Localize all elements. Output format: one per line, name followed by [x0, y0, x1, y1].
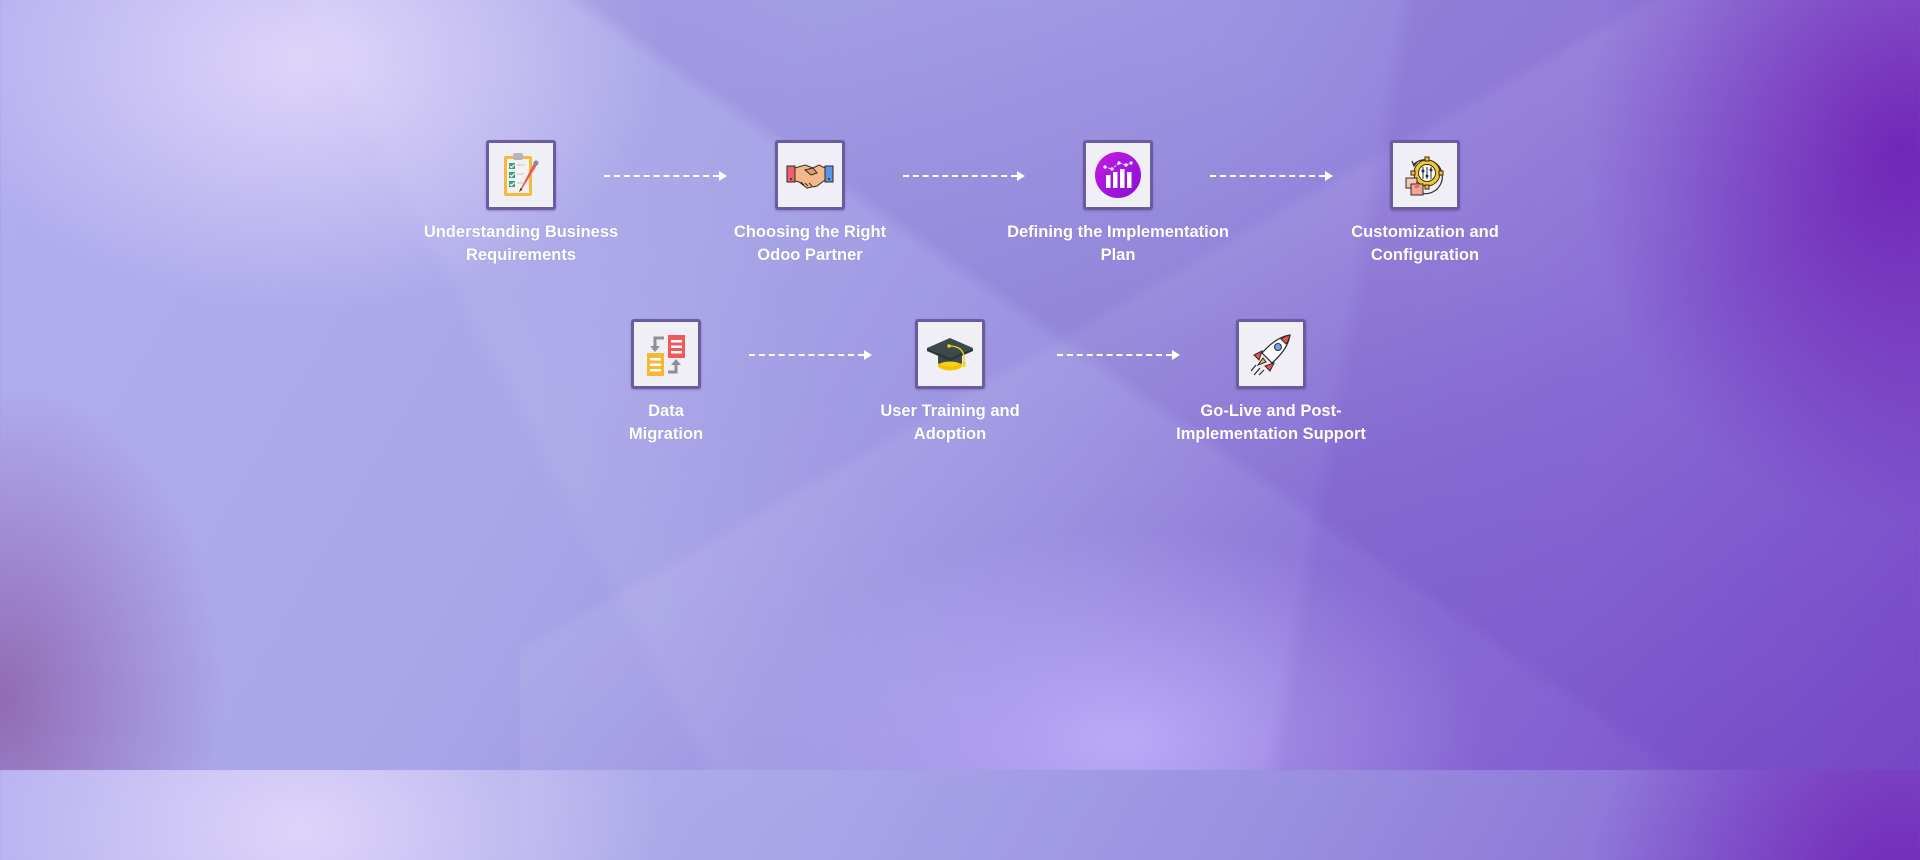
step-label-line: Migration — [628, 425, 704, 443]
flow-arrow — [1057, 350, 1180, 360]
step-label-line: Plan — [1100, 246, 1136, 264]
arrow-head-icon — [1172, 350, 1180, 360]
step-label-line: Defining the Implementation — [1007, 223, 1229, 241]
step-label: Customization and Configuration — [1351, 221, 1499, 267]
arrow-head-icon — [864, 350, 872, 360]
step-choosing-odoo-partner: Choosing the Right Odoo Partner — [690, 140, 930, 267]
step-label-line: Adoption — [913, 425, 987, 443]
step-label: Understanding Business Requirements — [424, 221, 618, 267]
step-label-line: Data — [648, 402, 684, 420]
step-defining-implementation-plan: Defining the Implementation Plan — [998, 140, 1238, 267]
step-icon-box[interactable] — [631, 319, 701, 389]
flow-arrow — [1210, 171, 1333, 181]
step-understanding-business-requirements: Understanding Business Requirements — [401, 140, 641, 267]
step-label-line: Customization and — [1351, 223, 1499, 241]
step-label-line: Go-Live and Post- — [1200, 402, 1342, 420]
step-label: Go-Live and Post- Implementation Support — [1176, 400, 1366, 446]
step-icon-box[interactable] — [775, 140, 845, 210]
data-transfer-icon — [647, 335, 685, 376]
step-label: Data Migration — [629, 400, 703, 446]
step-label: User Training and Adoption — [880, 400, 1019, 446]
arrow-head-icon — [1325, 171, 1333, 181]
step-label-line: Odoo Partner — [757, 246, 863, 264]
arrow-head-icon — [719, 171, 727, 181]
step-label-line: Requirements — [465, 246, 577, 264]
arrow-head-icon — [1017, 171, 1025, 181]
step-customization-configuration: Customization and Configuration — [1305, 140, 1545, 267]
step-icon-box[interactable] — [1083, 140, 1153, 210]
step-label: Defining the Implementation Plan — [1007, 221, 1229, 267]
step-user-training-adoption: User Training and Adoption — [830, 319, 1070, 446]
step-label-line: Choosing the Right — [733, 223, 887, 241]
step-label-line: User Training and — [880, 402, 1020, 420]
step-icon-box[interactable] — [1236, 319, 1306, 389]
clipboard-checklist-icon — [504, 153, 539, 196]
step-data-migration: Data Migration — [546, 319, 786, 446]
flow-arrow — [604, 171, 727, 181]
step-label-line: Implementation Support — [1176, 425, 1366, 443]
step-icon-box[interactable] — [486, 140, 556, 210]
flow-arrow — [903, 171, 1025, 181]
graduation-cap-icon — [927, 338, 973, 371]
handshake-icon — [786, 164, 834, 189]
step-label-line: Understanding Business — [423, 223, 619, 241]
gear-sliders-icon — [1405, 156, 1444, 196]
rocket-icon — [1250, 334, 1291, 376]
flow-arrow — [749, 350, 872, 360]
step-label: Choosing the Right Odoo Partner — [734, 221, 886, 267]
step-label-line: Configuration — [1370, 246, 1480, 264]
step-icon-box[interactable] — [915, 319, 985, 389]
step-go-live-support: Go-Live and Post- Implementation Support — [1151, 319, 1391, 446]
step-icon-box[interactable] — [1390, 140, 1460, 210]
bar-chart-circle-icon — [1095, 152, 1141, 198]
